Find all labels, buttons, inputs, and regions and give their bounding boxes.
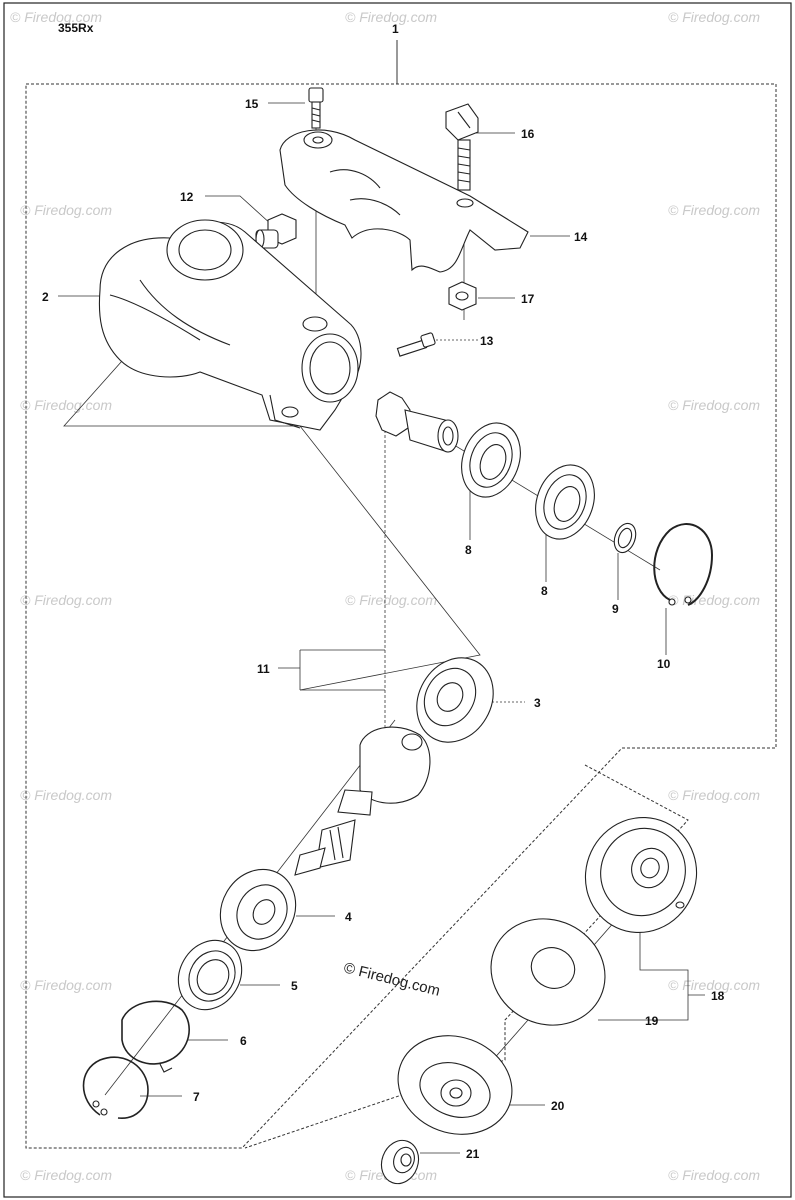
part-6-ring bbox=[121, 1000, 190, 1073]
model-label: 355Rx bbox=[58, 21, 94, 35]
callout-20: 20 bbox=[551, 1099, 565, 1113]
part-16-bolt bbox=[445, 103, 479, 191]
callout-8-a: 8 bbox=[465, 543, 472, 557]
callout-19: 19 bbox=[645, 1014, 659, 1028]
part-10-circlip bbox=[653, 523, 714, 606]
callout-14: 14 bbox=[574, 230, 588, 244]
part-8-bearing-b bbox=[535, 464, 595, 540]
part-2-gear-housing bbox=[98, 219, 362, 431]
callout-12: 12 bbox=[180, 190, 194, 204]
callout-9: 9 bbox=[612, 602, 619, 616]
watermark-text: © Firedog.com bbox=[668, 397, 760, 413]
callout-21: 21 bbox=[466, 1147, 480, 1161]
watermark-text: © Firedog.com bbox=[20, 202, 112, 218]
callout-labels: 2 3 4 5 6 7 8 8 9 10 11 12 13 14 15 16 1… bbox=[42, 97, 725, 1161]
callout-11: 11 bbox=[257, 662, 270, 676]
part-20-plate bbox=[397, 1035, 513, 1135]
callout-2: 2 bbox=[42, 290, 49, 304]
callout-13: 13 bbox=[480, 334, 494, 348]
callout-15: 15 bbox=[245, 97, 259, 111]
part-9-ring bbox=[613, 522, 637, 554]
callout-4: 4 bbox=[345, 910, 352, 924]
callout-17: 17 bbox=[521, 292, 535, 306]
watermark-text: © Firedog.com bbox=[20, 1167, 112, 1183]
kit-18-boundary bbox=[244, 764, 689, 1149]
part-12-plug bbox=[255, 213, 297, 249]
parts-drawings bbox=[82, 87, 714, 1185]
watermark-text: © Firedog.com bbox=[668, 1167, 760, 1183]
callout-18: 18 bbox=[711, 989, 725, 1003]
page-border bbox=[3, 2, 792, 1198]
watermark-text: © Firedog.com bbox=[668, 592, 760, 608]
part-19-cup bbox=[490, 918, 606, 1026]
part-8-bearing-a bbox=[461, 422, 521, 498]
callout-7: 7 bbox=[193, 1090, 200, 1104]
part-3-bearing bbox=[416, 657, 494, 743]
watermark-text: © Firedog.com bbox=[20, 592, 112, 608]
part-11-pinion-shaft bbox=[294, 726, 431, 876]
watermark-text: © Firedog.com bbox=[20, 397, 112, 413]
watermark-text: © Firedog.com bbox=[20, 977, 112, 993]
part-17-nut bbox=[448, 281, 477, 311]
part-15-screw bbox=[308, 87, 324, 129]
watermark-text: © Firedog.com bbox=[10, 9, 102, 25]
callout-1: 1 bbox=[392, 22, 399, 36]
part-13-screw bbox=[396, 332, 436, 357]
part-11-bevel-gear bbox=[375, 391, 459, 453]
part-5-seal bbox=[177, 939, 243, 1011]
part-4-bearing bbox=[219, 868, 297, 952]
watermark-text: © Firedog.com bbox=[668, 9, 760, 25]
part-18-holder bbox=[584, 816, 698, 934]
callout-10: 10 bbox=[657, 657, 671, 671]
part-14-clamp bbox=[279, 129, 529, 273]
watermark-center: © Firedog.com bbox=[342, 959, 442, 999]
watermark-text: © Firedog.com bbox=[345, 592, 437, 608]
part-21-nut bbox=[380, 1139, 420, 1185]
callout-3: 3 bbox=[534, 696, 541, 710]
watermark-text: © Firedog.com bbox=[20, 787, 112, 803]
callout-8-b: 8 bbox=[541, 584, 548, 598]
callout-6: 6 bbox=[240, 1034, 247, 1048]
watermark-text: © Firedog.com bbox=[668, 202, 760, 218]
watermark-text: © Firedog.com bbox=[668, 787, 760, 803]
assembly-boundary bbox=[25, 40, 777, 1149]
callout-16: 16 bbox=[521, 127, 535, 141]
watermark-text: © Firedog.com bbox=[668, 977, 760, 993]
watermark-text: © Firedog.com bbox=[345, 9, 437, 25]
callout-5: 5 bbox=[291, 979, 298, 993]
part-7-circlip bbox=[82, 1056, 149, 1119]
